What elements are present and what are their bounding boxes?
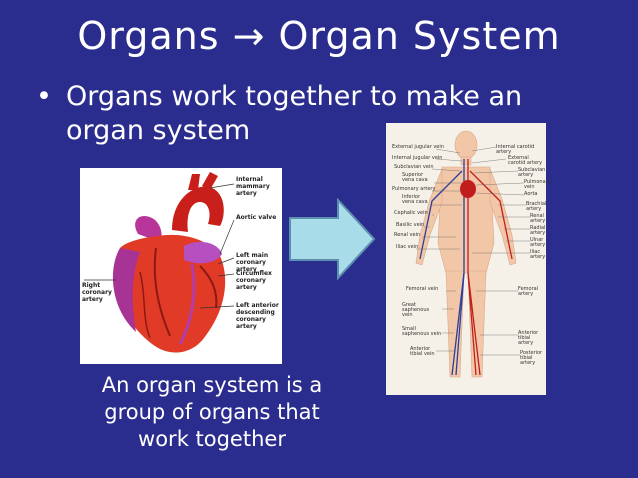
heart-label-left-anterior: Left anterior descending coronary artery <box>236 302 279 330</box>
label-aorta: Aorta <box>524 191 538 197</box>
label-superior-vena-cava: Superior vena cava <box>402 172 428 183</box>
label-renal-vein: Renal vein <box>394 232 421 238</box>
label-inferior-vena-cava: Inferior vena cava <box>402 194 428 205</box>
heart-label-internal-mammary: Internal mammary artery <box>236 176 270 197</box>
label-femoral-vein: Femoral vein <box>406 286 439 292</box>
label-pulmonary-artery: Pulmonary artery <box>392 186 436 192</box>
slide-title: Organs → Organ System <box>77 14 561 58</box>
label-iliac-vein: Iliac vein <box>396 244 419 250</box>
label-ulnar-artery: Ulnar artery <box>530 237 546 248</box>
label-small-saphenous-vein: Small saphenous vein <box>402 326 442 337</box>
label-pulmonary-vein: Pulmonary vein <box>524 179 551 190</box>
label-cephalic-vein: Cephalic vein <box>394 210 428 216</box>
label-brachial-artery: Brachial artery <box>526 201 547 212</box>
heart-label-aortic-valve: Aortic valve <box>236 214 277 221</box>
label-anterior-tibial-artery: Anterior tibial artery <box>518 330 539 346</box>
label-femoral-artery: Femoral artery <box>518 286 539 297</box>
heart-label-circumflex: Circumflex coronary artery <box>236 270 272 291</box>
label-great-saphenous-vein: Great saphenous vein <box>402 302 430 318</box>
label-renal-artery: Renal artery <box>530 213 546 224</box>
bullet-dot: • <box>36 81 52 112</box>
label-external-jugular-vein: External jugular vein <box>392 144 444 150</box>
heart-illustration: Internal mammary artery Aortic valve Lef… <box>80 168 282 364</box>
label-radial-artery: Radial artery <box>530 225 546 236</box>
label-internal-carotid-artery: Internal carotid artery <box>496 144 535 155</box>
label-subclavian-vein: Subclavian vein <box>394 164 434 170</box>
right-arrow-icon <box>288 197 376 281</box>
label-subclavian-artery: Subclavian artery <box>518 167 546 178</box>
label-anterior-tibial-vein: Anterior tibial vein <box>410 346 435 357</box>
label-internal-jugular-vein: Internal jugular vein <box>392 155 443 161</box>
caption-text: An organ system is a group of organs tha… <box>101 373 323 451</box>
label-posterior-tibial-artery: Posterior tibial artery <box>520 350 543 366</box>
heart-label-right-coronary: Right coronary artery <box>82 282 112 303</box>
bullet-text: Organs work together to make an organ sy… <box>66 81 523 146</box>
label-external-carotid-artery: External carotid artery <box>508 155 543 166</box>
circulatory-system-illustration: External jugular vein Internal jugular v… <box>386 123 551 395</box>
label-basilic-vein: Basilic vein <box>396 222 425 228</box>
heart-label-left-main: Left main coronary artery <box>236 252 269 273</box>
label-iliac-artery: Iliac artery <box>530 249 546 260</box>
